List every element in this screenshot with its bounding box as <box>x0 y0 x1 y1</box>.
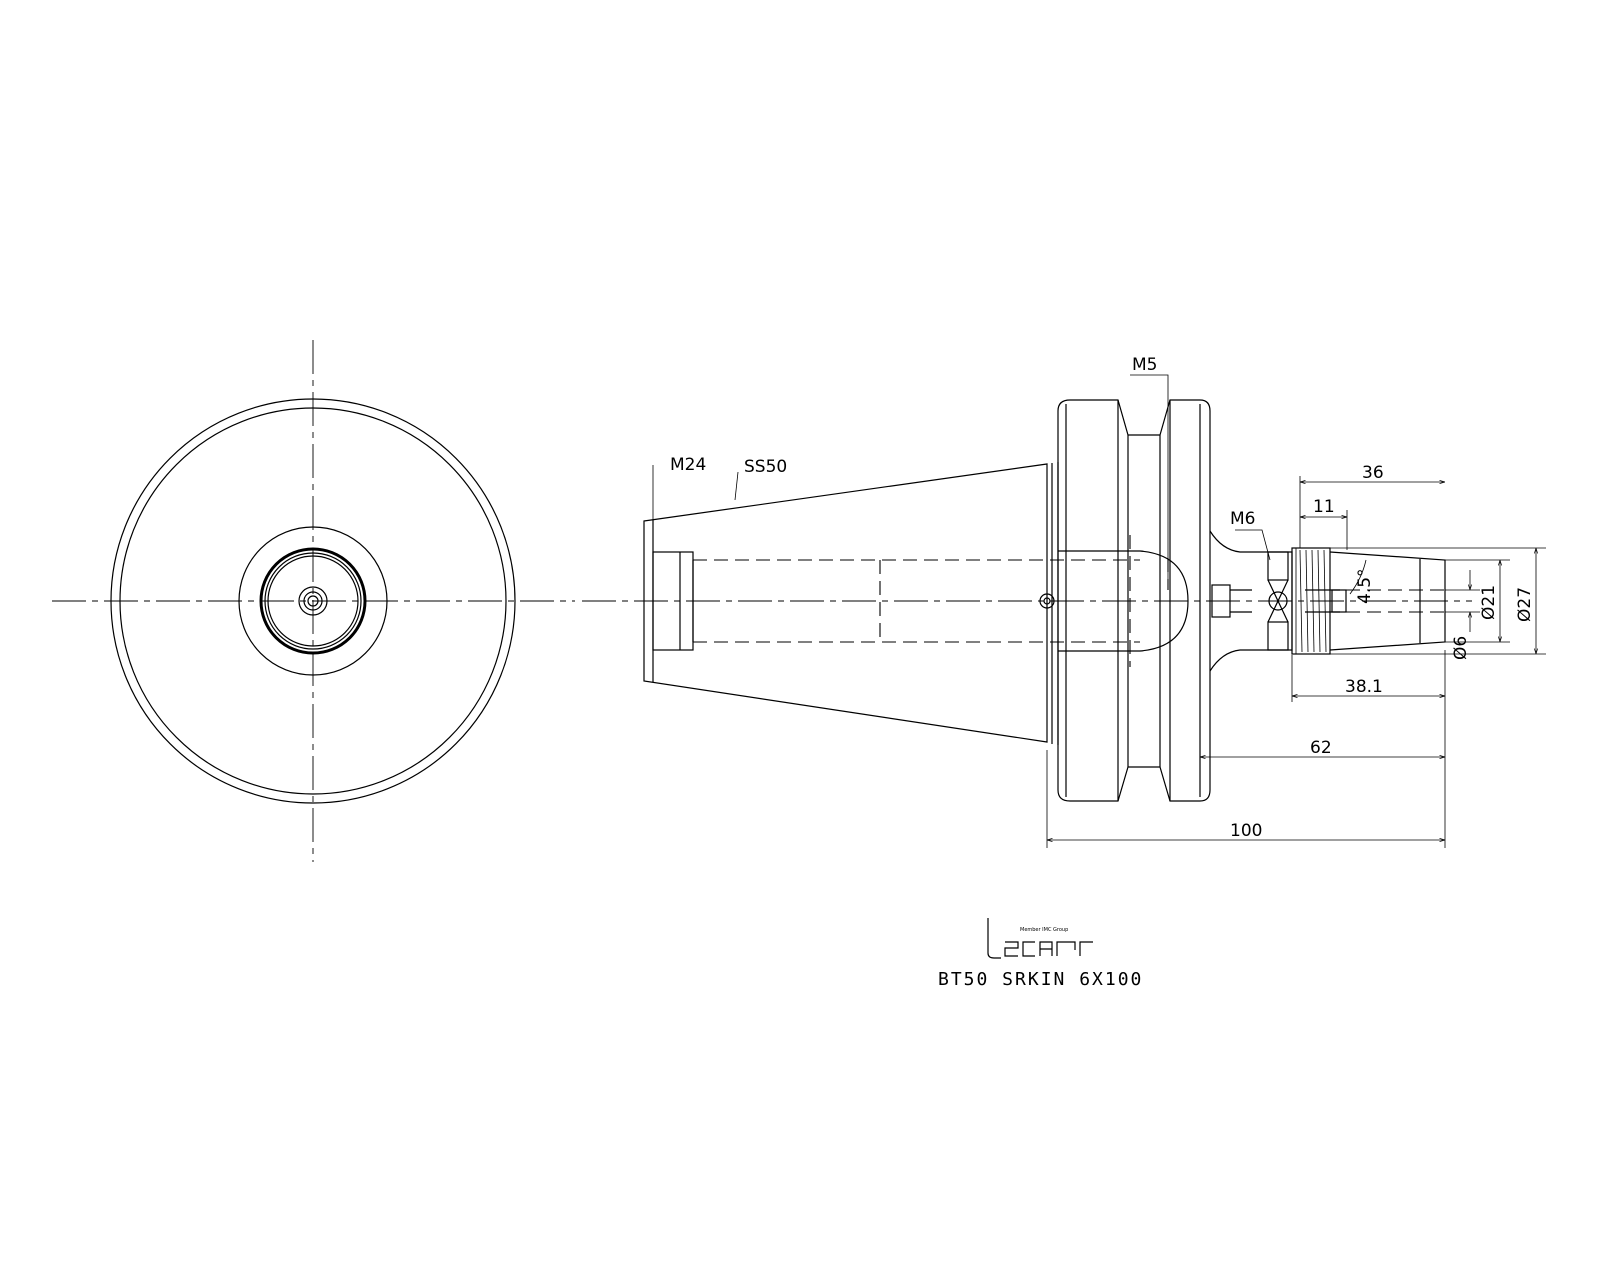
label-m6: M6 <box>1230 509 1255 529</box>
label-m5: M5 <box>1132 355 1157 375</box>
dim-100: 100 <box>1230 821 1262 841</box>
labels: M24 SS50 M5 M6 36 11 4.5° Ø21 Ø27 Ø6 38.… <box>670 355 1535 841</box>
dim-d21: Ø21 <box>1479 585 1499 620</box>
dim-d27: Ø27 <box>1515 587 1535 622</box>
dim-36: 36 <box>1362 463 1384 483</box>
dim-62: 62 <box>1310 738 1332 758</box>
svg-text:Member IMC Group: Member IMC Group <box>1020 927 1068 933</box>
dim-38-1: 38.1 <box>1345 677 1383 697</box>
label-ss50: SS50 <box>744 457 787 477</box>
dim-d6: Ø6 <box>1451 636 1471 660</box>
dimension-lines <box>652 374 1546 848</box>
iscar-logo: Member IMC Group <box>987 918 1093 959</box>
front-view <box>52 340 575 862</box>
side-view <box>582 399 1472 802</box>
drawing-title: BT50 SRKIN 6X100 <box>938 969 1143 990</box>
label-m24: M24 <box>670 455 706 475</box>
dim-4-5: 4.5° <box>1355 568 1375 604</box>
dim-11: 11 <box>1313 497 1335 517</box>
